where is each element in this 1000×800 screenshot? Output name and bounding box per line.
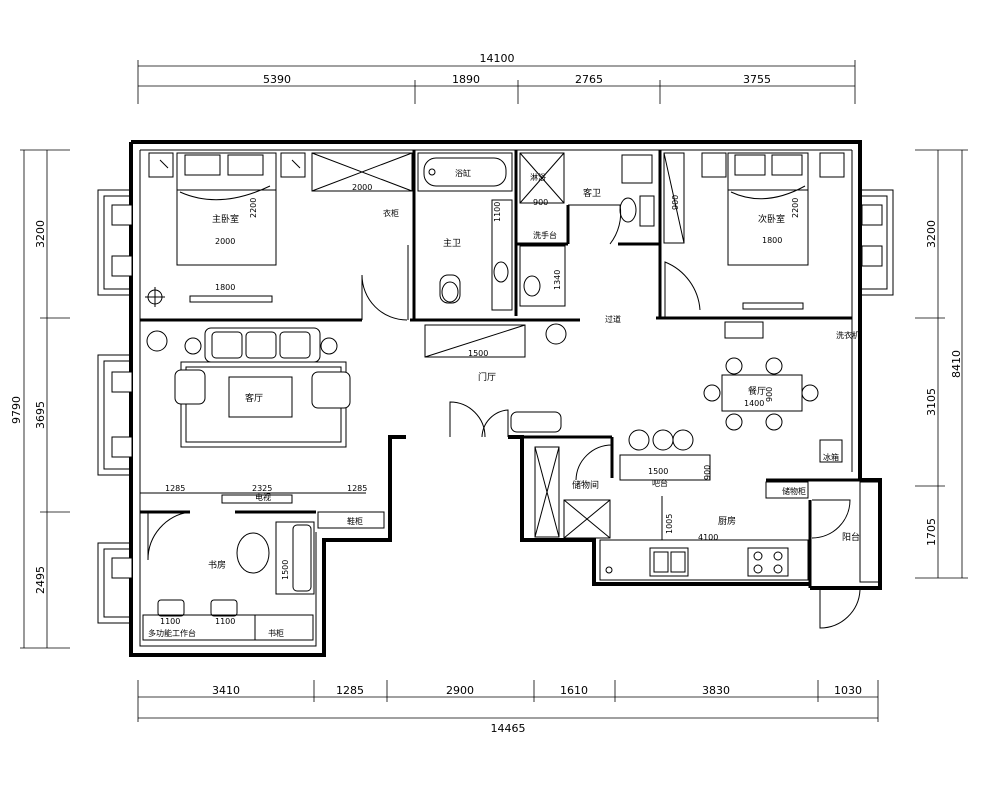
dim-left-total: 9790 (10, 396, 23, 424)
guest-bedroom-label: 次卧室 (758, 213, 785, 225)
bar-counter (619, 429, 809, 499)
main-bath-label: 主卫 (443, 237, 461, 249)
dim-study-sofa: 1500 (281, 560, 290, 580)
tv-wall (140, 492, 385, 529)
dim-bottom-2: 1285 (336, 684, 364, 697)
left-dimensions (20, 149, 70, 649)
tv-cabinet-left (145, 287, 273, 307)
master-bed (148, 152, 306, 266)
cabinet-label: 储物柜 (782, 486, 806, 496)
master-wardrobe (311, 152, 413, 192)
dim-dining-table-wid: 900 (765, 387, 774, 402)
exterior-inner-lines (139, 149, 853, 647)
dim-desk-a: 1100 (160, 617, 180, 626)
dining-room-label: 餐厅 (748, 385, 766, 397)
bathtub (417, 152, 513, 192)
dim-left-3: 2495 (34, 566, 47, 594)
washbasin-label: 洗衣机 (836, 330, 860, 340)
dim-bed-width-left: 2000 (215, 237, 235, 246)
plant-icon (146, 323, 567, 352)
bay-windows (97, 189, 894, 624)
dim-tv-wall-mid: 2325 (252, 484, 272, 493)
dim-bed-length-right: 2200 (791, 198, 800, 218)
dim-top-2: 1890 (452, 73, 480, 86)
dim-right-2: 3105 (925, 388, 938, 416)
dim-right-3: 1705 (925, 518, 938, 546)
shower (519, 152, 566, 307)
guest-bed (701, 152, 845, 310)
study-desk-label: 多功能工作台 (148, 628, 196, 638)
dim-bottom-3: 2900 (446, 684, 474, 697)
dim-tv-wall-right: 1285 (347, 484, 367, 493)
dining-set (703, 321, 843, 463)
master-bedroom-label: 主卧室 (212, 213, 239, 225)
dim-top-3: 2765 (575, 73, 603, 86)
dim-top-4: 3755 (743, 73, 771, 86)
shoe-cabinet-label: 鞋柜 (347, 516, 363, 526)
dim-closet-height: 900 (671, 195, 680, 210)
tv-label: 电视 (255, 492, 271, 502)
foyer-label: 门厅 (478, 371, 496, 383)
main-bath-fixtures (424, 199, 526, 358)
dim-vanity: 1100 (493, 202, 502, 222)
dim-left-2: 3695 (34, 401, 47, 429)
shower-label: 淋浴 (530, 172, 546, 182)
dim-dining-table-len: 1400 (744, 399, 764, 408)
dim-bed-width-right: 1800 (762, 236, 782, 245)
fridge-label: 冰箱 (823, 452, 839, 462)
guest-bath-fixtures (619, 152, 685, 244)
doors (147, 204, 861, 629)
dim-bottom-1: 3410 (212, 684, 240, 697)
interior-walls (140, 150, 860, 588)
study-furniture (142, 521, 315, 641)
bay-cushions (111, 204, 883, 579)
dim-shower: 900 (533, 198, 548, 207)
study-label: 书房 (208, 559, 226, 571)
dim-tv-wall-left: 1285 (165, 484, 185, 493)
dim-right-1: 3200 (925, 220, 938, 248)
dim-bottom-total: 14465 (491, 722, 526, 735)
top-dimensions (137, 60, 856, 104)
bottom-dimensions (137, 680, 879, 722)
corridor-label: 过道 (605, 314, 621, 324)
dim-shoe-cabinet: 1500 (468, 349, 488, 358)
dim-kitchen-depth: 1005 (665, 514, 674, 534)
dim-kitchen-counter: 4100 (698, 533, 718, 542)
dim-counter-depth: 900 (703, 465, 712, 480)
dim-right-total: 8410 (950, 350, 963, 378)
dim-tv-cabinet-left: 1800 (215, 283, 235, 292)
kitchen-counter (599, 496, 809, 581)
living-sofa (174, 327, 351, 418)
living-room-label: 客厅 (245, 392, 263, 404)
bathtub-label: 浴缸 (455, 168, 471, 178)
dim-left-1: 3200 (34, 220, 47, 248)
counter-label: 吧台 (652, 478, 668, 488)
dim-bed-length-left: 2200 (249, 198, 258, 218)
right-dimensions (915, 149, 968, 579)
dim-bottom-4: 1610 (560, 684, 588, 697)
storage-label: 储物间 (572, 479, 599, 491)
dim-wardrobe-left: 2000 (352, 183, 372, 192)
dim-bottom-5: 3830 (702, 684, 730, 697)
bookcase-label: 书柜 (268, 628, 284, 638)
wardrobe-label: 衣柜 (383, 208, 399, 218)
dim-desk-b: 1100 (215, 617, 235, 626)
kitchen-label: 厨房 (718, 515, 736, 527)
storage-room (510, 411, 611, 539)
dim-bottom-6: 1030 (834, 684, 862, 697)
basin-label: 洗手台 (533, 230, 557, 240)
balcony-label: 阳台 (842, 531, 860, 543)
dim-top-total: 14100 (480, 52, 515, 65)
dim-wc: 1340 (553, 270, 562, 290)
guest-bath-label: 客卫 (583, 187, 601, 199)
dim-counter-len: 1500 (648, 467, 668, 476)
dim-top-1: 5390 (263, 73, 291, 86)
